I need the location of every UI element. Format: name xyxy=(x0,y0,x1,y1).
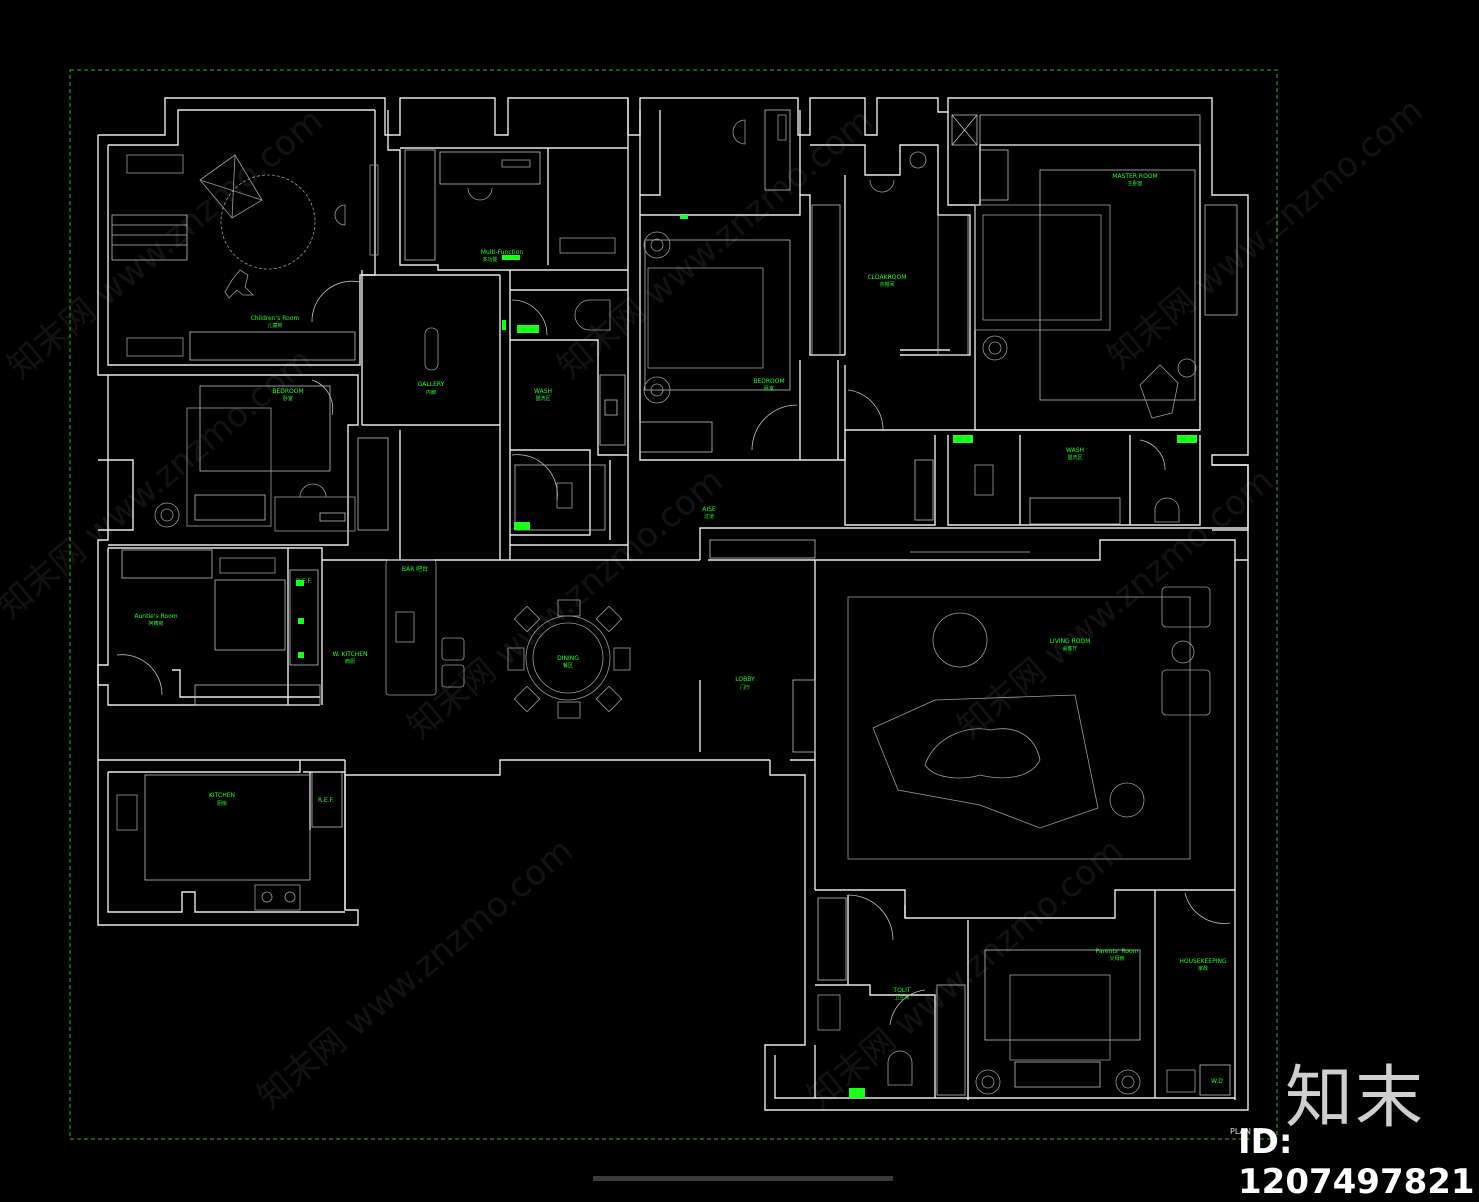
label-housekeeping: HOUSEKEEPING xyxy=(1179,958,1227,965)
image-id: ID: 1207497821 xyxy=(1238,1122,1475,1202)
label-kitchen-cn: 厨房 xyxy=(217,800,227,807)
label-cloakroom-cn: 衣帽间 xyxy=(879,281,894,288)
furniture-layer xyxy=(111,109,1238,1096)
label-bedroom-mid-cn: 卧室 xyxy=(764,385,774,392)
walls xyxy=(97,97,1249,1111)
watermark-text: 知末网 www.znzmo.com xyxy=(950,460,1281,746)
watermark-text: 知末网 www.znzmo.com xyxy=(550,100,881,386)
label-master-room-cn: 主卧室 xyxy=(1127,180,1142,187)
watermark-text: 知末网 www.znzmo.com xyxy=(400,460,731,746)
label-lobby-cn: 门厅 xyxy=(740,684,750,691)
label-master-room: MASTER ROOM xyxy=(1112,173,1157,180)
room-labels: Children's Room 儿童房 Multi-Function 多功能 C… xyxy=(134,173,1227,1085)
label-living-room: LIVING ROOM xyxy=(1050,638,1091,645)
label-parents-room-cn: 父母房 xyxy=(1109,955,1124,962)
label-toilet: TOLIT xyxy=(892,987,911,994)
label-w-kitchen: W. KITCHEN xyxy=(332,651,367,658)
label-parents-room: Parents' Room xyxy=(1096,948,1139,955)
label-kitchen: KITCHEN xyxy=(209,792,235,799)
label-living-room-cn: 会客厅 xyxy=(1062,645,1077,652)
label-wd: W.D xyxy=(1211,1078,1223,1085)
label-wash-1: WASH xyxy=(534,388,552,395)
label-bedroom-mid: BEDROOM xyxy=(753,378,784,385)
label-multi-function: Multi-Function xyxy=(481,249,524,256)
horizontal-scrollbar[interactable] xyxy=(593,1176,893,1181)
label-wash-1-cn: 盥洗区 xyxy=(535,395,550,402)
label-wash-2-cn: 盥洗区 xyxy=(1067,454,1082,461)
label-bedroom-left: BEDROOM xyxy=(272,388,303,395)
marker-layer xyxy=(296,215,1197,1098)
label-aise-cn: 过道 xyxy=(704,513,714,520)
label-w-kitchen-cn: 西厨 xyxy=(345,659,355,665)
label-wash-2: WASH xyxy=(1066,447,1084,454)
label-ref-2: R.E.F. xyxy=(318,797,334,804)
sheet-label: PLAN 01 xyxy=(1230,1127,1264,1136)
label-children-room: Children's Room xyxy=(251,315,300,322)
label-lobby: LOBBY xyxy=(735,676,755,683)
door-layer xyxy=(116,280,1231,1026)
label-toilet-cn: 卫生间 xyxy=(894,994,909,1001)
watermark-text: 知末网 www.znzmo.com xyxy=(0,340,321,626)
label-dining-cn: 餐区 xyxy=(563,662,573,669)
label-auntie-room: Auntie's Room xyxy=(134,613,177,620)
watermark-text: 知末网 www.znzmo.com xyxy=(250,830,581,1116)
drawing-frame xyxy=(69,69,1278,1140)
label-auntie-room-cn: 阿姨房 xyxy=(148,620,163,627)
label-cloakroom: CLOAKROOM xyxy=(868,274,907,281)
label-gallery: GALLERY xyxy=(418,381,445,388)
label-dining: DINING xyxy=(557,655,579,662)
label-ref-1: R.E.F. xyxy=(296,578,312,585)
label-housekeeping-cn: 家政 xyxy=(1198,965,1208,972)
label-aise: AISE xyxy=(702,506,716,513)
watermark-text: 知末网 www.znzmo.com xyxy=(1100,90,1431,376)
label-multi-function-cn: 多功能 xyxy=(482,256,497,263)
brand-logo: 知末 xyxy=(1285,1059,1426,1138)
label-bar: BAR 吧台 xyxy=(402,565,428,573)
label-bedroom-left-cn: 卧室 xyxy=(283,395,293,402)
label-gallery-cn: 内廊 xyxy=(426,389,436,396)
watermark-text: 知末网 www.znzmo.com xyxy=(0,100,331,386)
label-children-room-cn: 儿童房 xyxy=(267,322,282,329)
